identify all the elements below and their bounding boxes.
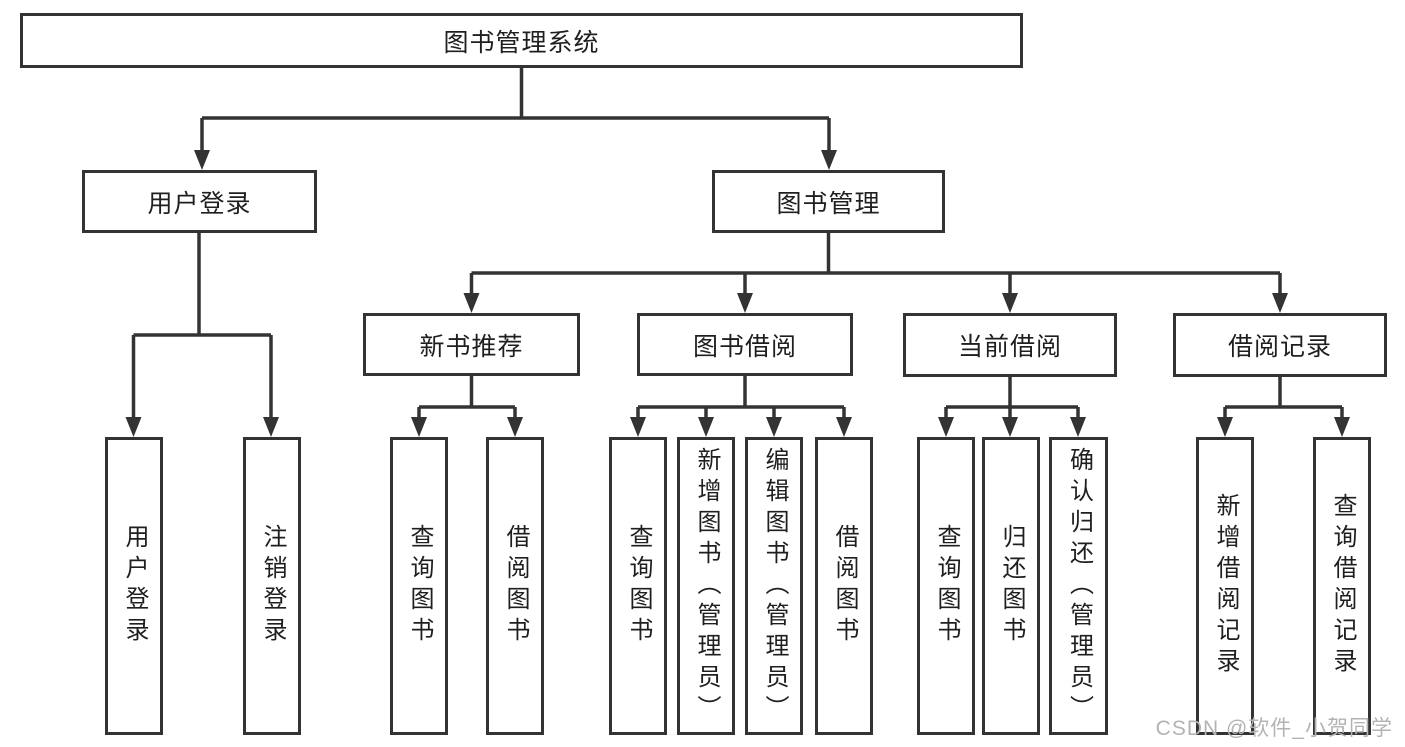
leaf-records-add-record-label: 新增借阅记录 [1212,493,1239,679]
csdn-watermark: CSDN @软件_小贺同学 [1155,717,1393,740]
leaf-records-query-record: 查询借阅记录 [1313,437,1371,735]
leaf-borrow-query-book-label: 查询图书 [625,524,652,648]
leaf-newbook-borrow-book-label: 借阅图书 [502,524,529,648]
leaf-newbook-query-book-label: 查询图书 [406,524,433,648]
leaf-current-query-book-label: 查询图书 [933,524,960,648]
leaf-borrow-borrow-book-label: 借阅图书 [831,524,858,648]
leaf-borrow-add-book-admin-label: 新增图书（管理员） [693,446,720,726]
leaf-current-return-book-label: 归还图书 [998,524,1025,648]
leaf-borrow-borrow-book: 借阅图书 [815,437,873,735]
node-user-login: 用户登录 [82,170,317,233]
leaf-user-login-label: 用户登录 [121,524,148,648]
leaf-logout-label: 注销登录 [259,524,286,648]
leaf-borrow-query-book: 查询图书 [609,437,667,735]
node-current-borrow: 当前借阅 [903,313,1117,377]
node-book-borrow: 图书借阅 [637,313,853,376]
leaf-newbook-query-book: 查询图书 [390,437,448,735]
leaf-borrow-edit-book-admin-label: 编辑图书（管理员） [761,446,788,726]
leaf-user-login: 用户登录 [105,437,163,735]
leaf-newbook-borrow-book: 借阅图书 [486,437,544,735]
leaf-current-query-book: 查询图书 [917,437,975,735]
leaf-borrow-add-book-admin: 新增图书（管理员） [677,437,735,735]
leaf-current-confirm-return-admin: 确认归还（管理员） [1049,437,1108,735]
node-book-management: 图书管理 [712,170,945,233]
node-borrow-records: 借阅记录 [1173,313,1387,377]
leaf-logout: 注销登录 [243,437,301,735]
node-root-system: 图书管理系统 [20,13,1023,68]
leaf-current-confirm-return-admin-label: 确认归还（管理员） [1065,446,1093,726]
leaf-records-add-record: 新增借阅记录 [1196,437,1254,735]
leaf-records-query-record-label: 查询借阅记录 [1329,493,1356,679]
node-new-book-recommend: 新书推荐 [363,313,580,376]
leaf-borrow-edit-book-admin: 编辑图书（管理员） [745,437,803,735]
leaf-current-return-book: 归还图书 [982,437,1040,735]
